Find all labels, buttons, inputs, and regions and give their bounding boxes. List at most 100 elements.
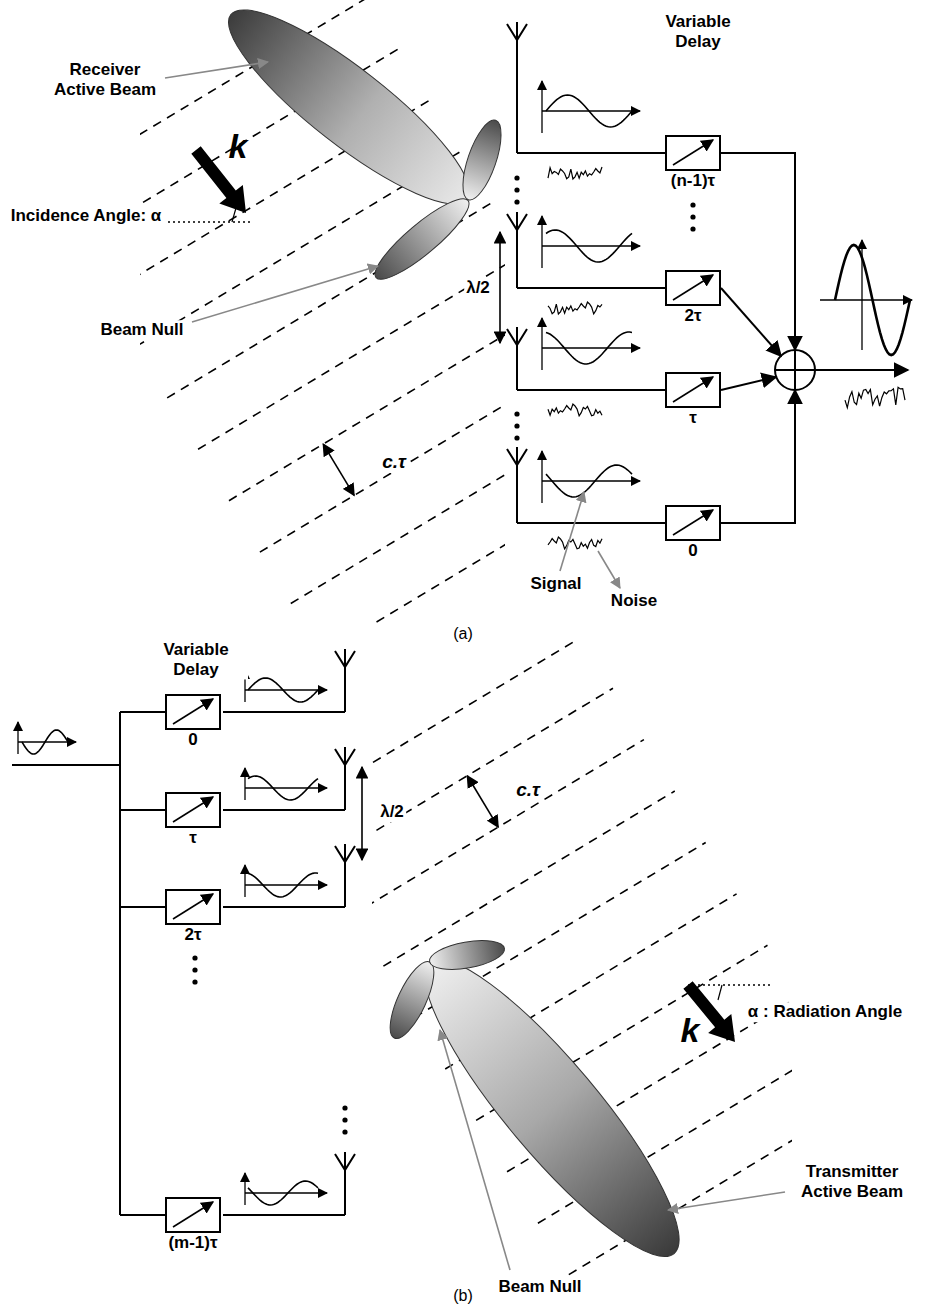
wavefront-line — [372, 688, 613, 863]
wave-vector: k — [227, 127, 250, 166]
wave-vector: k — [679, 1011, 702, 1050]
variable-arrow — [673, 510, 713, 535]
angle-arc — [232, 208, 236, 222]
wire — [223, 809, 345, 811]
variable-symbol — [667, 507, 719, 539]
plot-axis — [245, 689, 327, 690]
variable-symbol — [667, 137, 719, 169]
delay-value: 0 — [186, 731, 199, 750]
plot-axis — [244, 1173, 245, 1205]
summer-cross — [794, 350, 796, 390]
plot-axis — [244, 670, 245, 702]
ellipsis-dot — [192, 979, 197, 984]
ellipsis-dot — [514, 187, 519, 192]
callout-leader — [165, 62, 268, 78]
wavefront-line — [372, 640, 582, 812]
noise-trace — [548, 167, 602, 179]
transmitter-beam — [382, 933, 710, 1283]
noise-trace — [548, 404, 602, 416]
spacing-label: λ/2 — [378, 802, 406, 822]
antenna-symbol — [516, 22, 518, 153]
sum-wire — [721, 377, 776, 390]
ellipsis-dot — [514, 175, 519, 180]
main-lobe — [207, 0, 490, 229]
delay-heading: Variable Delay — [144, 640, 248, 679]
antenna-symbol — [344, 747, 346, 810]
variable-delay-box: τ — [165, 792, 221, 828]
plot-axis — [17, 722, 18, 754]
wavefront-line — [372, 740, 644, 915]
wire — [120, 809, 165, 811]
angle-label: α : Radiation Angle — [746, 1002, 904, 1022]
wire — [223, 1214, 345, 1216]
null-label: Beam Null — [98, 320, 185, 340]
ellipsis-dot — [514, 423, 519, 428]
wire — [223, 711, 345, 713]
delay-value: 2τ — [682, 307, 703, 326]
variable-arrow — [173, 894, 213, 919]
wave-vector-arrow — [191, 146, 246, 213]
variable-arrow — [673, 275, 713, 300]
wire — [120, 711, 165, 713]
noise-label: Noise — [609, 591, 659, 611]
delay-heading: Variable Delay — [646, 12, 750, 51]
wavefront-line — [229, 305, 505, 501]
variable-arrow — [673, 140, 713, 165]
drawing-g — [12, 22, 912, 1270]
variable-symbol — [167, 794, 219, 826]
delay-value: 2τ — [182, 926, 203, 945]
sum-wire — [721, 153, 795, 350]
delay-value: 0 — [686, 542, 699, 561]
spacing-arrow — [499, 232, 501, 343]
wire — [517, 389, 665, 391]
antenna-symbol — [344, 844, 346, 907]
plot-axis — [541, 451, 542, 503]
plot-axis — [244, 865, 245, 897]
sine-wave — [546, 465, 632, 497]
variable-arrow — [173, 1202, 213, 1227]
noise-trace — [548, 537, 602, 549]
ellipsis-dot — [514, 411, 519, 416]
wavefront-line — [291, 408, 505, 604]
ellipsis-dot — [192, 967, 197, 972]
callout-leader — [560, 492, 584, 571]
antenna-symbol — [344, 1152, 346, 1215]
plot-axis — [541, 216, 542, 268]
callout-leader — [440, 1030, 510, 1270]
spacing-label: λ/2 — [464, 278, 492, 298]
delay-value: (m-1)τ — [166, 1234, 219, 1253]
plot-axis — [245, 884, 327, 885]
delay-value: τ — [187, 829, 199, 848]
ellipsis-dot — [690, 214, 695, 219]
wavefront-spacing: c.τ — [380, 451, 408, 473]
wavefront-line — [260, 356, 505, 552]
ellipsis-dot — [342, 1129, 347, 1134]
antenna-symbol — [516, 327, 518, 390]
output-wire — [815, 369, 908, 371]
delay-value: τ — [687, 409, 699, 428]
signal-label: Signal — [528, 574, 583, 594]
panel-caption: (a) — [451, 625, 475, 643]
variable-arrow — [173, 797, 213, 822]
side-lobe — [427, 936, 506, 975]
wire — [517, 522, 665, 524]
variable-delay-box: 2τ — [665, 270, 721, 306]
wire — [517, 287, 665, 289]
wire — [517, 152, 665, 154]
angle-arc — [718, 985, 722, 1000]
plot-axis — [862, 299, 912, 300]
variable-delay-box: (m-1)τ — [165, 1197, 221, 1233]
beam-label: Transmitter Active Beam — [786, 1162, 918, 1201]
wavefront-line — [322, 459, 505, 625]
sum-wire — [721, 390, 795, 523]
ellipsis-dot — [342, 1105, 347, 1110]
variable-symbol — [167, 696, 219, 728]
angle-label: Incidence Angle: α — [9, 206, 164, 226]
variable-symbol — [167, 891, 219, 923]
panel-caption: (b) — [451, 1287, 475, 1305]
plot-axis — [541, 318, 542, 370]
antenna-symbol — [516, 447, 518, 523]
variable-arrow — [173, 699, 213, 724]
